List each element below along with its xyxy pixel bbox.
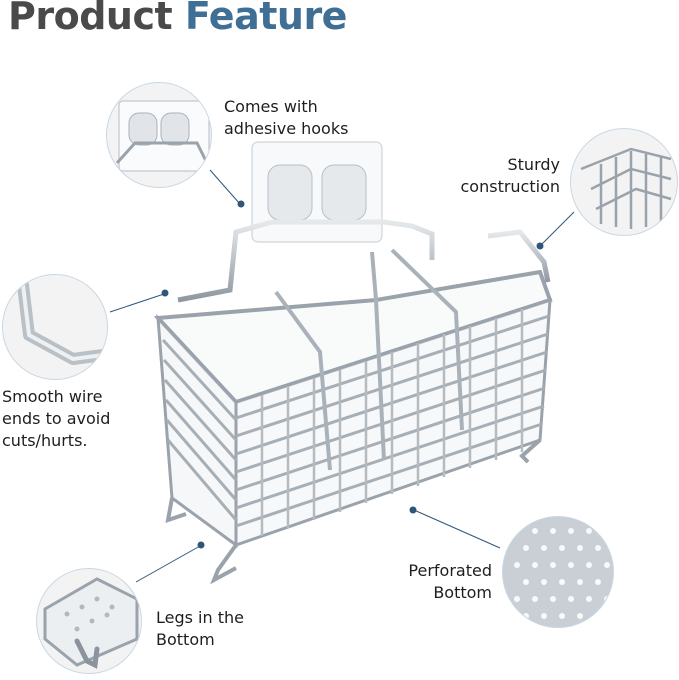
legs-line-2: Bottom (156, 630, 215, 649)
smooth-line-3: cuts/hurts. (2, 431, 88, 450)
perforated-bottom-detail (502, 516, 614, 628)
legs (165, 438, 542, 585)
smooth-wire-detail (2, 274, 108, 380)
hanger-wire (177, 219, 435, 303)
legs-detail-image (43, 577, 139, 669)
smooth-wire-image (17, 279, 107, 365)
smooth-line-2: ends to avoid (2, 409, 111, 428)
title-word-feature: Feature (184, 0, 348, 38)
adhesive-detail-image (115, 100, 210, 172)
sturdy-construction-detail (570, 128, 678, 236)
adhesive-hook-plate (251, 141, 383, 243)
legs-line-1: Legs in the (156, 608, 244, 627)
dividers (274, 248, 464, 471)
adhesive-hooks-detail (106, 82, 212, 188)
side-handle (487, 229, 551, 283)
perforated-bottom-label: Perforated Bottom (398, 560, 492, 604)
sturdy-line-1: Sturdy (507, 155, 561, 174)
adhesive-hooks-label: Comes with adhesive hooks (224, 96, 348, 140)
perforated-line-2: Bottom (433, 583, 492, 602)
adhesive-line-2: adhesive hooks (224, 119, 349, 138)
vertical-wires (260, 309, 524, 536)
legs-detail (36, 568, 142, 674)
adhesive-line-1: Comes with (224, 97, 318, 116)
smooth-wire-label: Smooth wire ends to avoid cuts/hurts. (2, 386, 110, 452)
sturdy-detail-image (580, 147, 672, 229)
legs-bottom-label: Legs in the Bottom (156, 607, 244, 651)
page-title: Product Feature (8, 0, 347, 38)
sturdy-construction-label: Sturdy construction (452, 154, 561, 198)
smooth-line-1: Smooth wire (2, 387, 103, 406)
title-word-product: Product (8, 0, 173, 38)
sturdy-line-2: construction (460, 177, 561, 196)
side-wires (161, 338, 238, 521)
perforated-line-1: Perforated (408, 561, 492, 580)
